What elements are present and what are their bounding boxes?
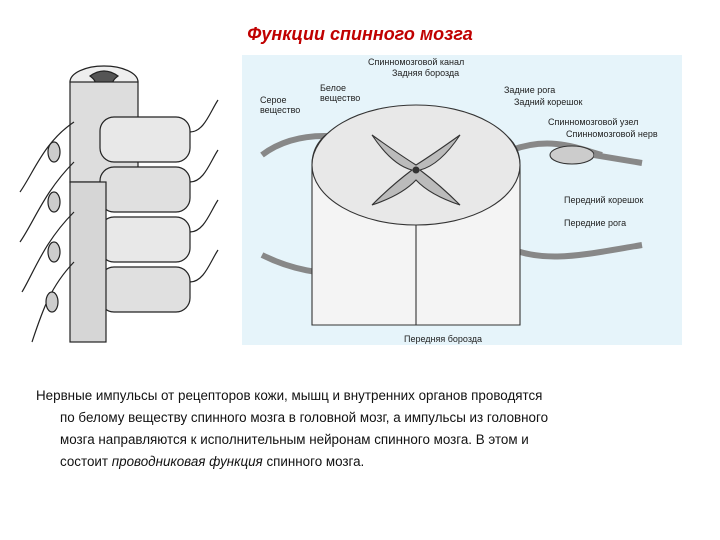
label-gray-matter: Серое вещество	[260, 95, 301, 115]
label-anterior-root: Передний корешок	[564, 195, 644, 205]
paragraph-line-1: Нервные импульсы от рецепторов кожи, мыш…	[36, 388, 543, 403]
label-anterior-horns: Передние рога	[564, 218, 627, 228]
label-anterior-sulcus: Передняя борозда	[404, 334, 483, 344]
label-posterior-root: Задний корешок	[514, 97, 583, 107]
label-spinal-ganglion: Спинномозговой узел	[548, 117, 639, 127]
paragraph-line-2: по белому веществу спинного мозга в голо…	[60, 410, 549, 425]
slide-title: Функции спинного мозга	[247, 24, 473, 44]
label-spinal-nerve: Спинномозговой нерв	[566, 129, 658, 139]
label-canal: Спинномозговой канал	[368, 57, 465, 67]
label-white-matter: Белое вещество	[320, 83, 361, 103]
spinal-column-illustration	[19, 65, 219, 343]
paragraph-line-3: мозга направляются к исполнительным нейр…	[60, 432, 529, 447]
spinal-cord-cross-section-diagram: Спинномозговой канал Задняя борозда Бело…	[242, 55, 682, 345]
label-posterior-horns: Задние рога	[504, 85, 556, 95]
label-posterior-sulcus: Задняя борозда	[392, 68, 460, 78]
cross-section-drawing	[260, 104, 643, 326]
conduction-function-term: проводниковая функция	[111, 454, 263, 469]
paragraph-line-4-prefix: состоит	[60, 454, 112, 469]
paragraph-line-4: состоит проводниковая функция спинного м…	[36, 451, 696, 473]
body-paragraph: Нервные импульсы от рецепторов кожи, мыш…	[36, 385, 696, 473]
paragraph-line-4-suffix: спинного мозга.	[262, 454, 365, 469]
